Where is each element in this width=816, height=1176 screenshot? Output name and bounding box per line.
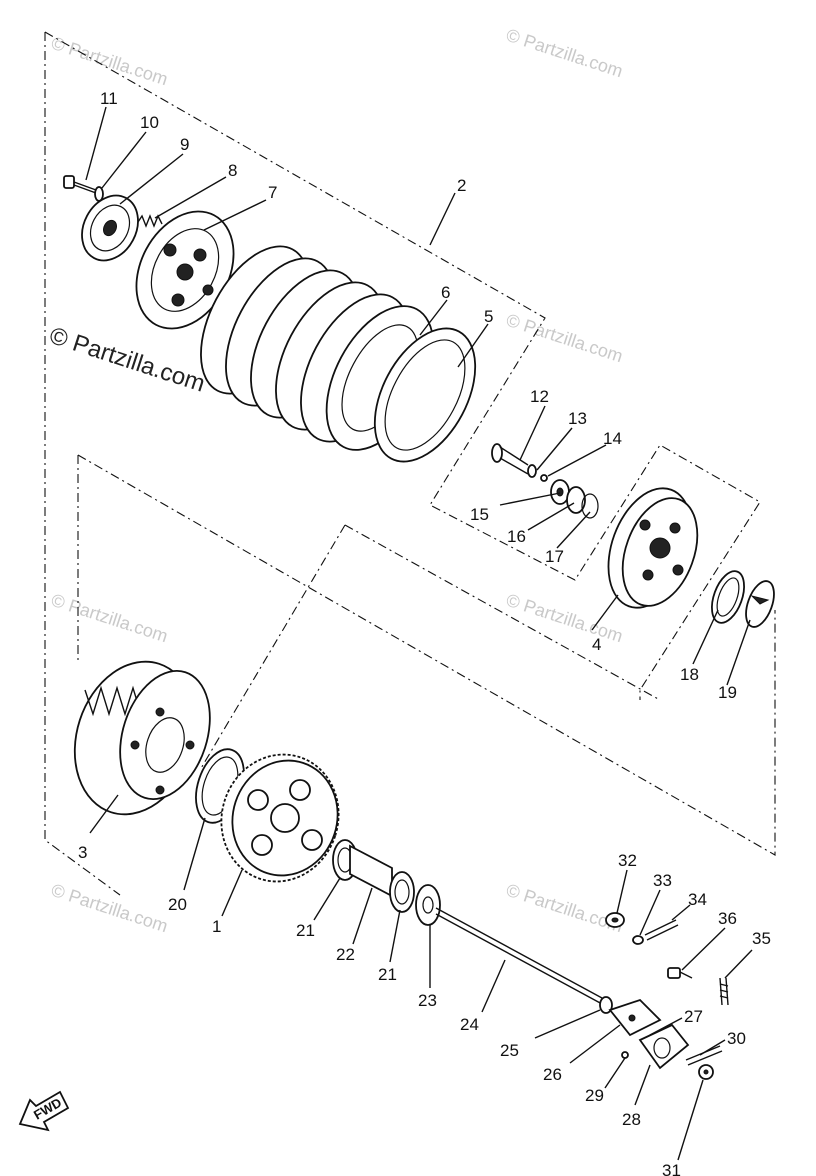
part-21-bearing xyxy=(389,871,415,913)
part-14-ball xyxy=(540,474,548,482)
part-12-push-rod xyxy=(491,443,529,475)
watermark-large: © Partzilla.com xyxy=(46,322,208,398)
callout-3: 3 xyxy=(78,843,87,862)
callout-33: 33 xyxy=(653,871,672,890)
callout-13: 13 xyxy=(568,409,587,428)
part-3-clutch-housing xyxy=(73,660,211,816)
part-29-pin xyxy=(621,1051,629,1059)
part-17-ring xyxy=(581,493,599,519)
part-35-stud xyxy=(719,977,729,1006)
part-13-washer xyxy=(527,464,537,478)
callout-10: 10 xyxy=(140,113,159,132)
part-4-clutch-boss xyxy=(607,487,699,609)
callout-32: 32 xyxy=(618,851,637,870)
part-34-pin xyxy=(644,919,679,941)
callout-17: 17 xyxy=(545,547,564,566)
callout-4: 4 xyxy=(592,635,601,654)
leader-lines xyxy=(85,106,753,1161)
callout-21: 21 xyxy=(296,921,315,940)
boundary-lines xyxy=(44,31,776,896)
callout-28: 28 xyxy=(622,1110,641,1129)
part-25-washer xyxy=(599,996,613,1014)
watermark: © Partzilla.com xyxy=(49,590,171,647)
part-8-spring xyxy=(137,214,163,228)
callout-20: 20 xyxy=(168,895,187,914)
callout-1: 1 xyxy=(212,917,221,936)
callout-8: 8 xyxy=(228,161,237,180)
watermark: © Partzilla.com xyxy=(504,25,626,82)
callout-26: 26 xyxy=(543,1065,562,1084)
part-11-bolt xyxy=(63,175,97,194)
part-23-washer xyxy=(415,884,441,926)
part-19-washer xyxy=(745,580,775,628)
callout-12: 12 xyxy=(530,387,549,406)
part-9-plate xyxy=(81,194,139,262)
watermark: © Partzilla.com xyxy=(49,33,171,90)
callout-5: 5 xyxy=(484,307,493,326)
callout-25: 25 xyxy=(500,1041,519,1060)
callout-labels: 11 10 9 8 7 2 6 5 12 13 14 15 16 17 4 18… xyxy=(78,89,771,1176)
callout-18: 18 xyxy=(680,665,699,684)
watermark: © Partzilla.com xyxy=(504,590,626,647)
part-18-ring xyxy=(711,570,745,624)
callout-24: 24 xyxy=(460,1015,479,1034)
callout-23: 23 xyxy=(418,991,437,1010)
part-36-bolt xyxy=(667,967,693,979)
fwd-arrow: FWD xyxy=(18,1090,70,1132)
watermark: © Partzilla.com xyxy=(504,310,626,367)
part-24-shaft xyxy=(435,907,603,1005)
watermark: © Partzilla.com xyxy=(49,880,171,937)
callout-14: 14 xyxy=(603,429,622,448)
callout-29: 29 xyxy=(585,1086,604,1105)
watermark: © Partzilla.com xyxy=(504,880,626,937)
part-1-primary-gear xyxy=(220,753,340,883)
callout-15: 15 xyxy=(470,505,489,524)
part-5-friction-ring xyxy=(373,327,477,463)
callout-11: 11 xyxy=(100,89,118,108)
part-33-washer xyxy=(632,935,644,945)
part-30-bolt xyxy=(685,1045,723,1066)
part-27-bracket xyxy=(638,1023,690,1070)
callout-9: 9 xyxy=(180,135,189,154)
callout-6: 6 xyxy=(441,283,450,302)
callout-35: 35 xyxy=(752,929,771,948)
part-32-oil-seal xyxy=(605,912,625,928)
callout-7: 7 xyxy=(268,183,277,202)
part-16-washer xyxy=(566,486,586,514)
callout-27: 27 xyxy=(684,1007,703,1026)
part-31-nut xyxy=(698,1064,714,1080)
callout-31: 31 xyxy=(662,1161,681,1176)
callout-2: 2 xyxy=(457,176,466,195)
callout-30: 30 xyxy=(727,1029,746,1048)
callout-16: 16 xyxy=(507,527,526,546)
part-22-collar xyxy=(349,844,393,898)
part-26-lever xyxy=(608,998,662,1037)
callout-36: 36 xyxy=(718,909,737,928)
callout-19: 19 xyxy=(718,683,737,702)
callout-22: 22 xyxy=(336,945,355,964)
callout-34: 34 xyxy=(688,890,707,909)
callout-21: 21 xyxy=(378,965,397,984)
